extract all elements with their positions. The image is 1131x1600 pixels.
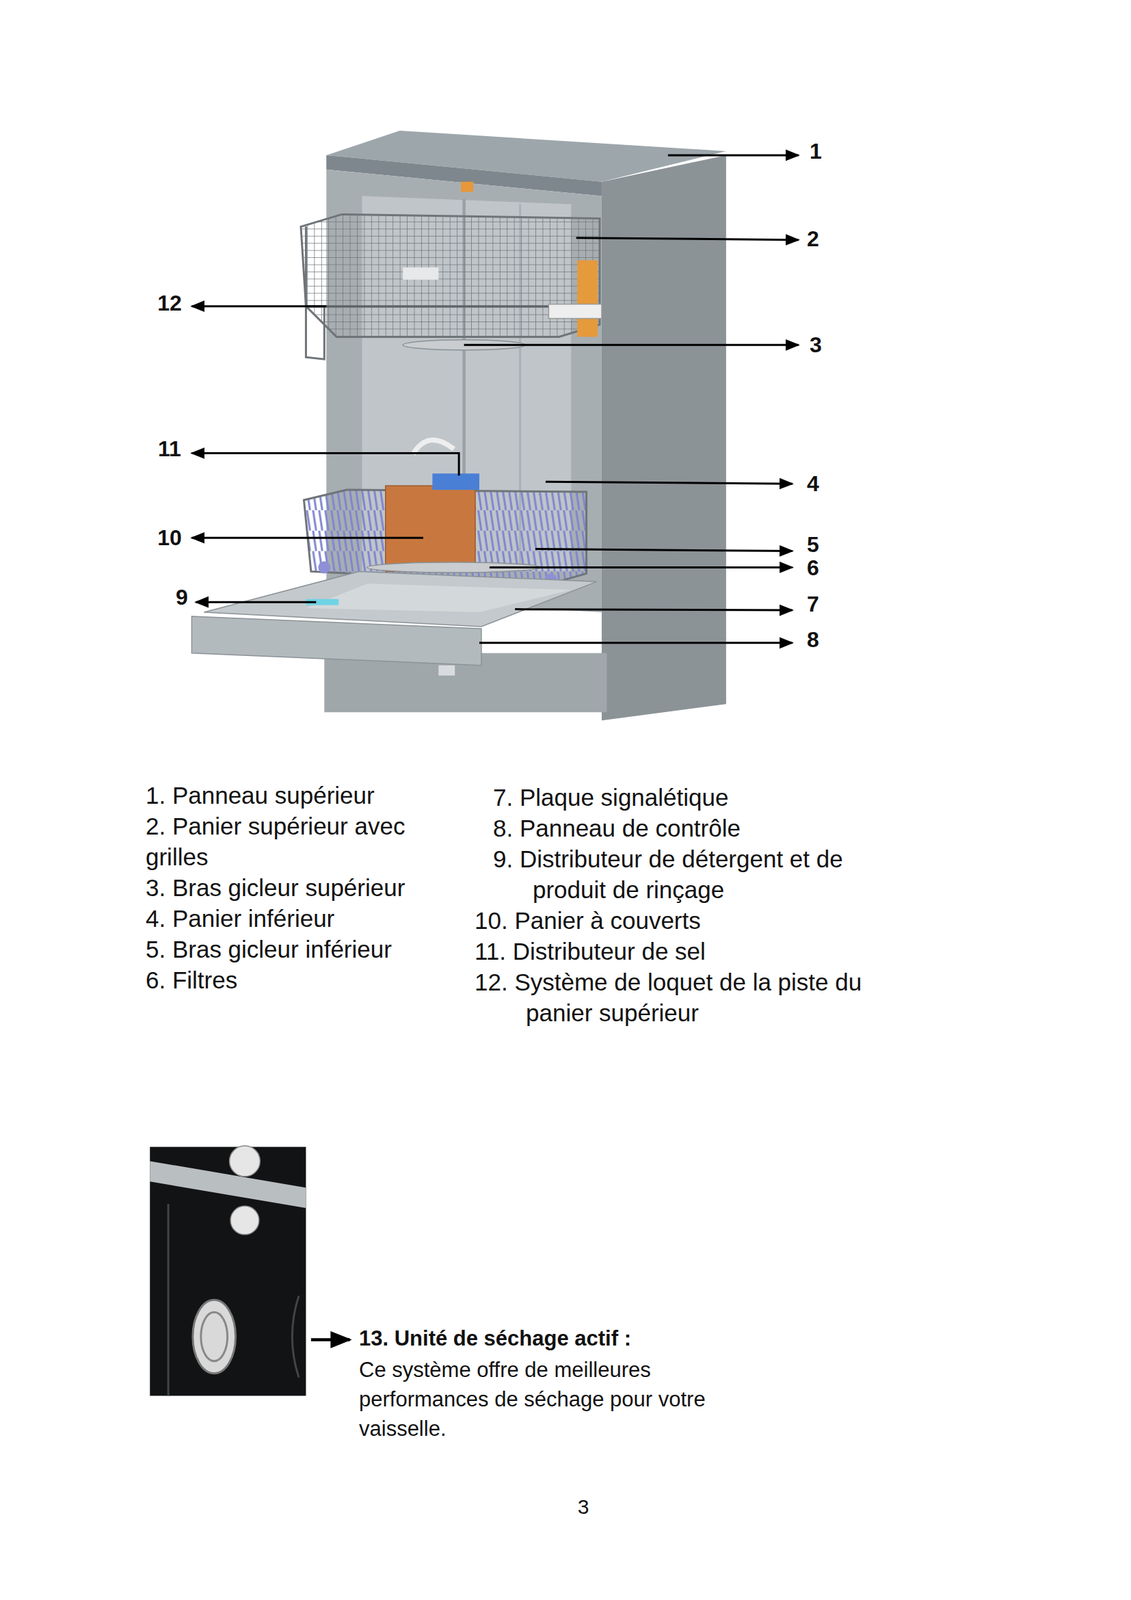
basket-rail <box>305 304 559 308</box>
leader-line <box>545 481 793 484</box>
leader-line <box>489 566 793 569</box>
leader-line <box>535 549 793 552</box>
leader-line <box>191 452 459 476</box>
photo-vent <box>230 1205 260 1235</box>
parts-list-item: 10. Panier à couverts <box>474 904 954 936</box>
parts-list-item: 8. Panneau de contrôle <box>474 812 954 844</box>
parts-list-item: 2. Panier supérieur avec grilles <box>145 810 454 872</box>
door-inner <box>203 570 597 627</box>
callout-number: 9 <box>174 583 190 611</box>
door-recess <box>305 583 571 612</box>
leader-line <box>195 601 316 604</box>
leader-line <box>191 304 327 308</box>
parts-list-item: 3. Bras gicleur supérieur <box>145 871 468 903</box>
cutlery-basket <box>385 485 476 571</box>
basket-handle <box>548 304 602 319</box>
page-number: 3 <box>577 1493 590 1520</box>
photo-edge <box>167 1203 170 1395</box>
drying-vent <box>192 1299 236 1373</box>
foot <box>438 665 455 676</box>
salt-dispenser <box>432 473 480 490</box>
callout-description: Ce système offre de meilleures performan… <box>358 1354 715 1443</box>
callout-number: 3 <box>808 330 824 359</box>
cup-holder <box>402 267 439 280</box>
parts-list-item: 1. Panneau supérieur <box>145 779 468 811</box>
leader-line <box>311 1337 351 1341</box>
leader-line <box>576 237 799 241</box>
photo-vent <box>229 1145 261 1177</box>
salt-cap <box>413 439 455 455</box>
parts-list-item: 11. Distributeur de sel <box>474 935 954 967</box>
callout-number: 10 <box>155 523 184 552</box>
basket-rack <box>305 226 325 359</box>
callout-number: 4 <box>805 469 821 498</box>
callout-number: 1 <box>808 137 824 165</box>
callout-number: 7 <box>805 590 821 618</box>
door-edge <box>191 616 482 666</box>
photo-rail <box>149 1160 306 1208</box>
callout-number: 11 <box>156 434 183 463</box>
parts-list-item: 6. Filtres <box>145 964 468 995</box>
parts-list-item: 5. Bras gicleur inférieur <box>145 933 468 965</box>
parts-list-column: 7. Plaque signalétique8. Panneau de cont… <box>474 781 954 1028</box>
leader-line <box>479 641 793 644</box>
parts-list-item: 12. Système de loquet de la piste du pan… <box>474 966 909 1028</box>
callout-number: 2 <box>805 224 821 253</box>
parts-list-column: 1. Panneau supérieur2. Panier supérieur … <box>145 779 468 995</box>
callout-title: 13. Unité de séchage actif : <box>358 1325 632 1352</box>
callout-number: 8 <box>805 625 821 654</box>
drying-vent-ring <box>201 1311 228 1361</box>
leader-line <box>668 153 799 156</box>
parts-list-item: 7. Plaque signalétique <box>474 781 954 813</box>
photo-edge <box>291 1295 299 1377</box>
callout-number: 6 <box>805 553 821 582</box>
leader-line <box>464 343 799 347</box>
parts-list-item: 4. Panier inférieur <box>145 902 468 934</box>
top-nozzle <box>460 181 474 193</box>
parts-list-item: 9. Distributeur de détergent et de produ… <box>474 843 875 905</box>
drying-photo <box>149 1146 306 1396</box>
basket-latch <box>577 260 598 338</box>
callout-number: 12 <box>155 289 184 317</box>
basket-wheel <box>317 561 331 574</box>
leader-line <box>191 536 424 539</box>
leader-line <box>514 609 793 610</box>
